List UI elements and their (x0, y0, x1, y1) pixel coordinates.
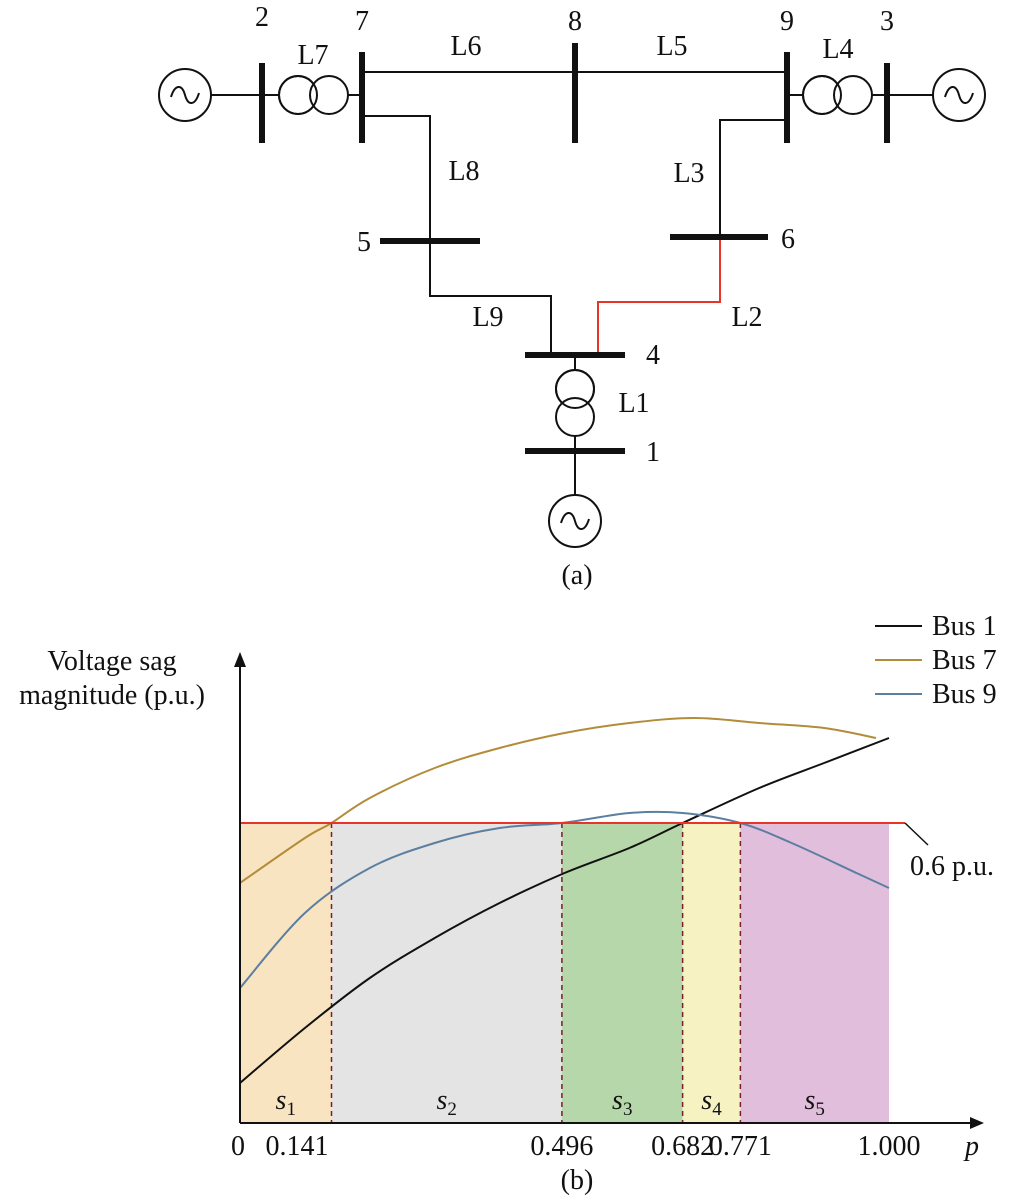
bus-7-label: 7 (355, 6, 369, 37)
region-band-s1 (240, 823, 332, 1123)
x-tick-label: 0.141 (266, 1131, 329, 1162)
x-tick-label: 0.682 (651, 1131, 714, 1162)
line-l5-label: L5 (656, 31, 687, 62)
generator-3-icon (932, 68, 986, 122)
x-axis-label: p (963, 1131, 979, 1162)
line-l7-label: L7 (297, 40, 328, 71)
transformer-l4-icon (802, 75, 873, 115)
transformer-l7-icon (278, 75, 349, 115)
line-l2-label: L2 (731, 302, 762, 333)
single-line-diagram: 2 7 8 9 3 5 6 4 1 L1 L2 L3 L4 L5 L6 L7 L… (158, 2, 986, 591)
x-tick-label: 0 (231, 1131, 245, 1162)
line-l1-label: L1 (618, 388, 649, 419)
chart-caption: (b) (561, 1165, 594, 1196)
y-axis-label-line2: magnitude (p.u.) (19, 680, 205, 711)
line-l2 (597, 236, 721, 355)
bus-8-label: 8 (568, 6, 582, 37)
bus-5-label: 5 (357, 227, 371, 258)
line-l4-label: L4 (822, 34, 853, 65)
generator-2-icon (158, 68, 212, 122)
legend-label: Bus 1 (932, 611, 997, 642)
bus-1-label: 1 (646, 437, 660, 468)
series-line-bus-1 (239, 737, 890, 1084)
threshold-leader (904, 822, 929, 846)
line-l8-l9 (362, 115, 552, 355)
series-line-bus-9 (239, 810, 890, 989)
legend-label: Bus 7 (932, 645, 997, 676)
y-axis-arrow-icon (234, 652, 246, 667)
line-l3 (719, 119, 787, 236)
bus-9-label: 9 (780, 6, 794, 37)
axes (234, 652, 984, 1129)
diagram-caption: (a) (561, 560, 592, 591)
threshold-group: 0.6 p.u. (240, 822, 994, 882)
line-l9-label: L9 (472, 302, 503, 333)
line-l6-label: L6 (450, 31, 481, 62)
bus-4-label: 4 (646, 340, 660, 371)
region-band-s3 (561, 823, 683, 1123)
threshold-label: 0.6 p.u. (910, 851, 994, 882)
bus-2-label: 2 (255, 2, 269, 33)
y-axis-label-line1: Voltage sag (47, 646, 176, 677)
transformer-l1-icon (555, 369, 595, 437)
x-tick-label: 0.496 (530, 1131, 593, 1162)
generator-1-icon (548, 494, 602, 548)
x-tick-label: 1.000 (858, 1131, 921, 1162)
bus-3-label: 3 (880, 6, 894, 37)
legend-label: Bus 9 (932, 679, 997, 710)
line-l8-label: L8 (448, 156, 479, 187)
x-tick-label: 0.771 (709, 1131, 772, 1162)
region-band-s4 (682, 823, 741, 1123)
region-band-s5 (740, 823, 889, 1123)
region-dividers (330, 823, 742, 1123)
line-l3-label: L3 (673, 158, 704, 189)
bus-6-label: 6 (781, 224, 795, 255)
x-axis-arrow-icon (970, 1117, 984, 1129)
region-band-s2 (331, 823, 562, 1123)
region-bands (240, 823, 889, 1123)
